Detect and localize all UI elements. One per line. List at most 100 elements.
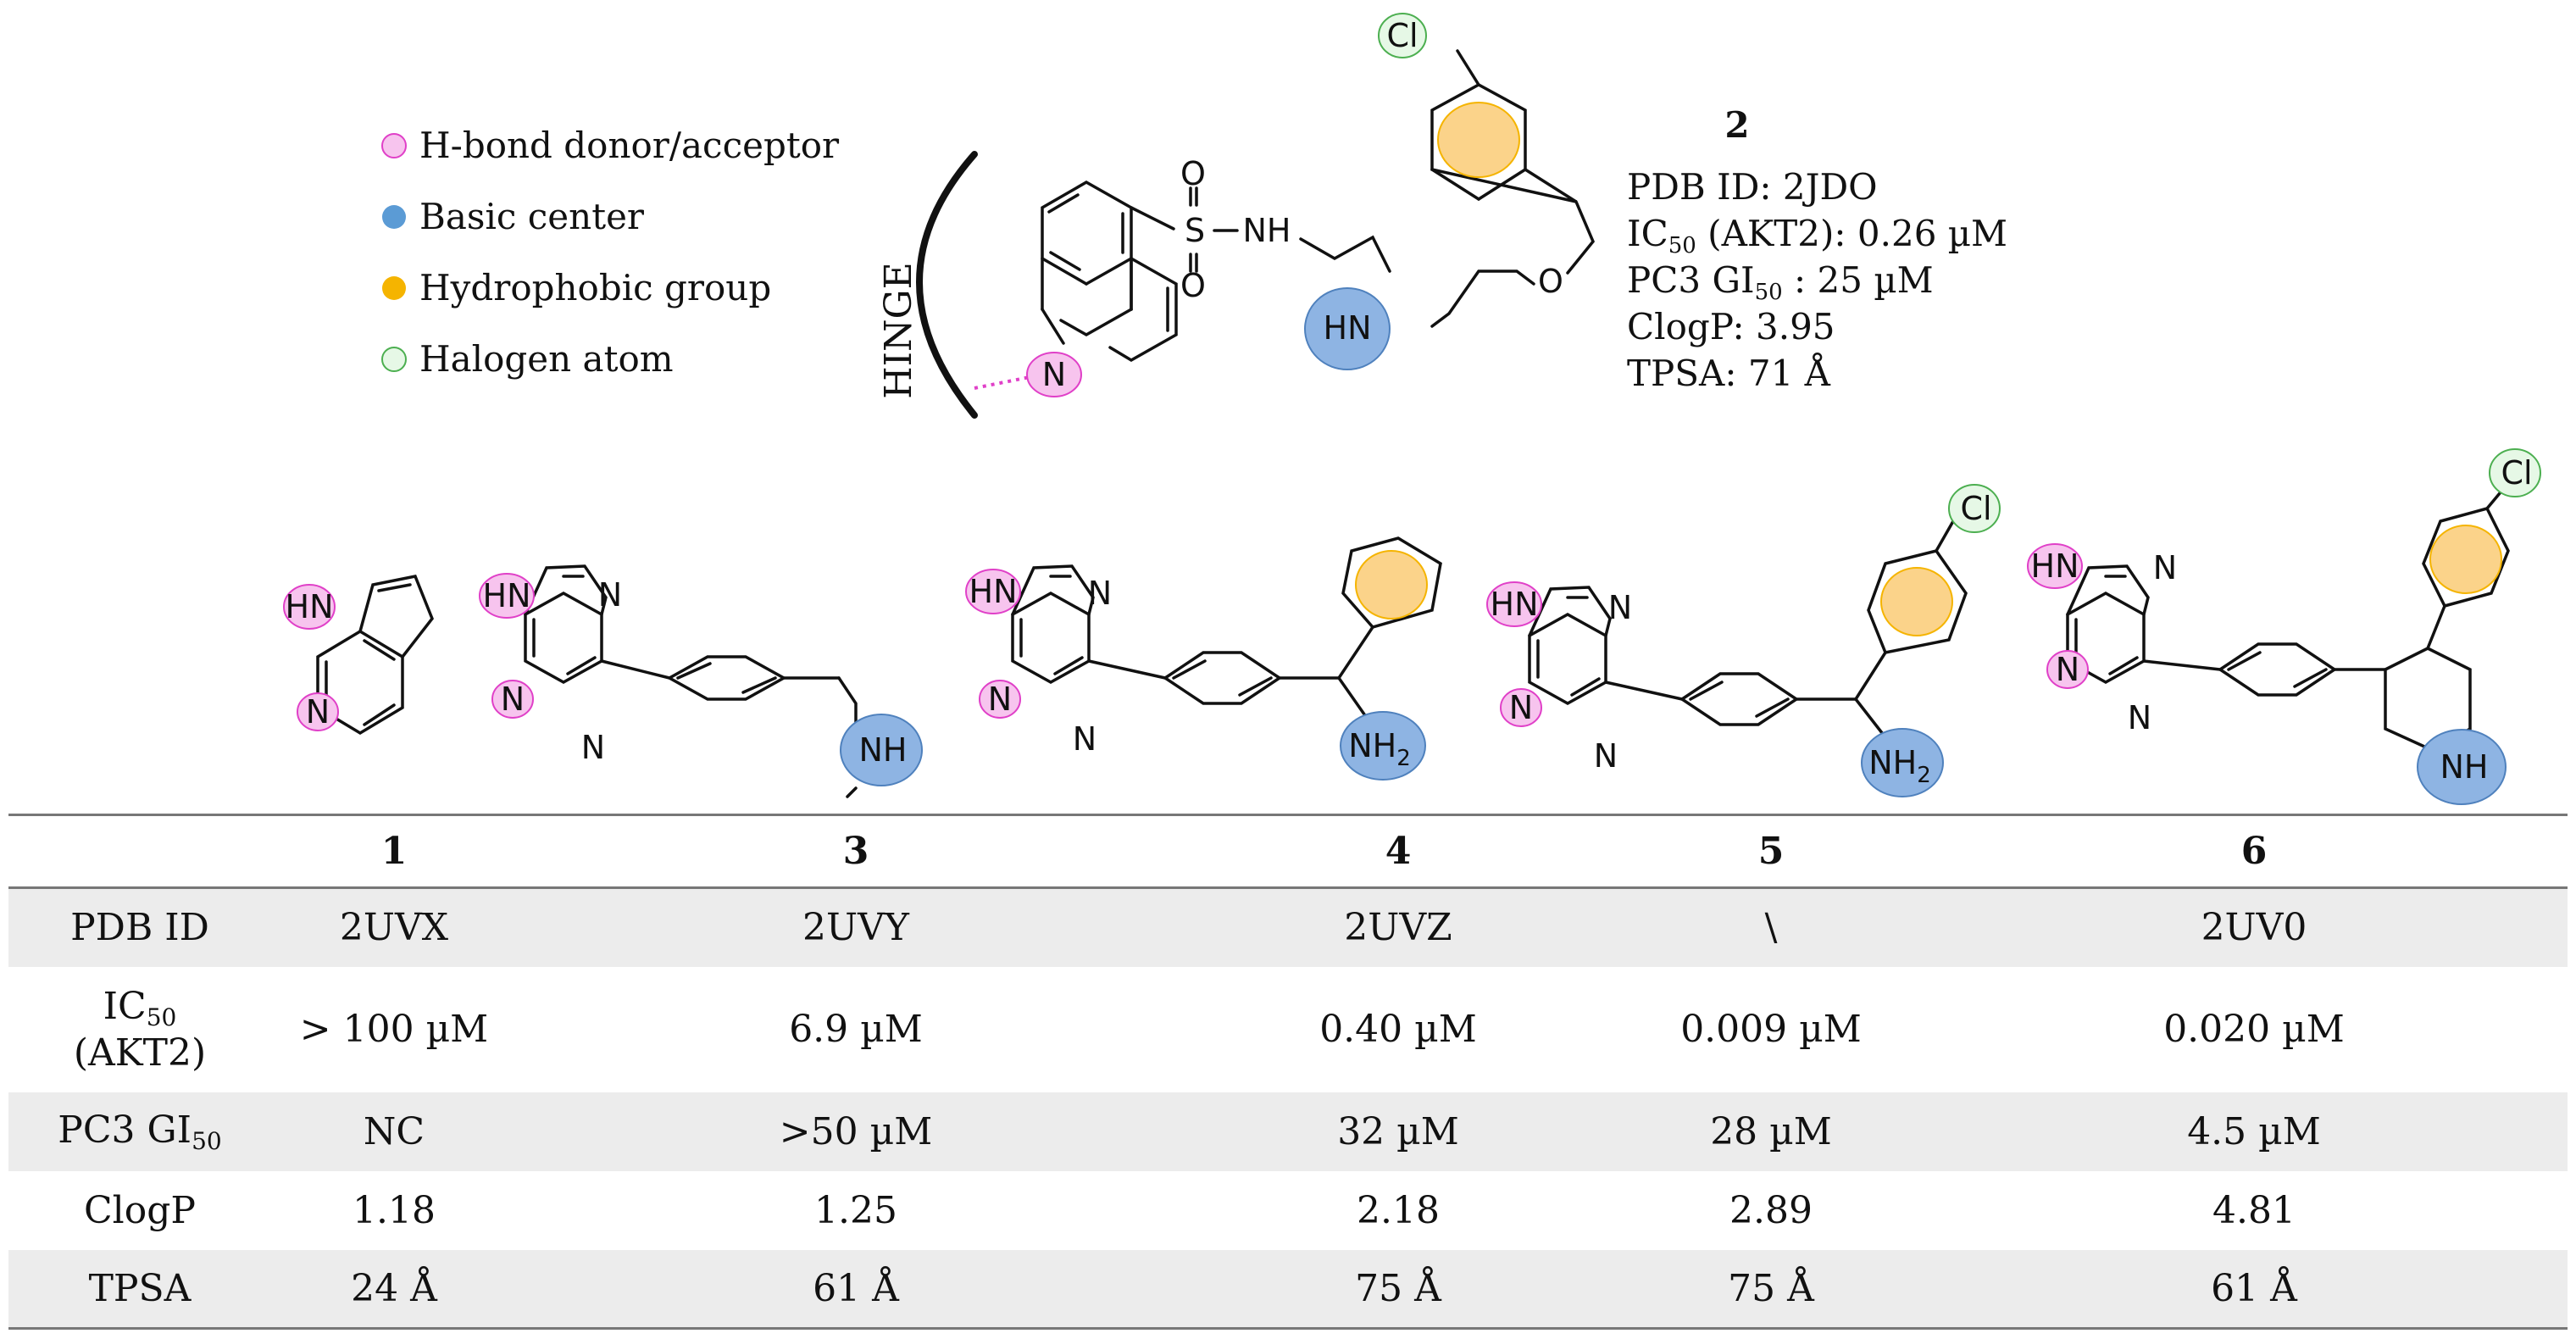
table-cell: 61 Å — [2211, 1266, 2297, 1310]
hbond-highlight — [479, 573, 535, 619]
halogen-marker-icon — [381, 347, 407, 372]
atom-n: N — [1073, 720, 1096, 758]
row-label: IC50(AKT2) — [73, 984, 207, 1075]
basic-center-highlight — [2417, 729, 2507, 805]
atom-n: N — [1042, 356, 1066, 393]
table-cell: 1.18 — [353, 1188, 436, 1232]
halogen-highlight — [2489, 448, 2541, 497]
pharmacophore-highlights — [283, 13, 2541, 805]
hydrophobic-highlight — [2429, 525, 2502, 594]
atom-n: N — [306, 693, 330, 731]
compound-3-structure — [524, 564, 858, 798]
atom-o: O — [1180, 155, 1206, 192]
hbond-highlight — [491, 680, 534, 719]
atom-o: O — [1180, 267, 1206, 304]
table-cell: > 100 µM — [299, 1008, 489, 1051]
compound-2-clogp: ClogP: 3.95 — [1627, 306, 1835, 347]
table-cell: 0.40 µM — [1319, 1008, 1477, 1051]
table-cell: 2.18 — [1357, 1188, 1440, 1232]
hbond-highlight — [965, 569, 1021, 614]
atom-n: N — [1594, 737, 1618, 775]
atom-cl: Cl — [2501, 454, 2532, 492]
atom-nh: NH — [859, 731, 908, 769]
atom-cl: Cl — [1960, 490, 1991, 527]
hydrophobic-highlight — [1437, 102, 1520, 178]
basic-center-marker-icon — [382, 205, 406, 229]
atom-n: N — [988, 681, 1012, 718]
legend — [381, 133, 407, 372]
table-cell: 61 Å — [813, 1266, 899, 1310]
table-row: PC3 GI50 NC >50 µM 32 µM 28 µM 4.5 µM — [8, 1092, 2568, 1171]
hbond-highlight — [297, 692, 339, 731]
table-row: TPSA 24 Å 61 Å 75 Å 75 Å 61 Å — [8, 1249, 2568, 1329]
atom-s: S — [1185, 212, 1205, 249]
atom-hn: HN — [969, 573, 1018, 610]
hbond-highlight — [1026, 352, 1082, 397]
legend-label: H-bond donor/acceptor — [419, 125, 840, 166]
atom-n: N — [581, 729, 605, 766]
atom-n: N — [1088, 575, 1112, 612]
hbond-highlight — [979, 680, 1021, 719]
hbond-highlight — [1486, 581, 1542, 627]
hinge-arc — [916, 151, 978, 419]
row-label: PC3 GI50 — [58, 1108, 222, 1155]
atom-n: N — [2128, 699, 2151, 736]
hbond-highlight — [283, 584, 336, 630]
atom-nh2: NH2 — [1868, 744, 1931, 788]
hinge-hbond — [974, 375, 1030, 390]
compound-2-number: 2 — [1724, 104, 1749, 146]
atom-nh: NH — [2440, 748, 2489, 786]
atom-n: N — [598, 576, 622, 614]
table-cell: 1.25 — [814, 1188, 897, 1232]
compound-2-gi50: PC3 GI50 : 25 µM — [1627, 259, 1934, 305]
compound-2-structure — [916, 49, 1596, 419]
atom-hn: HN — [1491, 586, 1539, 623]
atom-n: N — [501, 681, 525, 718]
table-cell: \ — [1764, 906, 1778, 950]
structures-scheme: Cl O S O NH HN O N HN N HN N N N NH HN N… — [283, 13, 2541, 805]
row-label: ClogP — [84, 1188, 196, 1232]
compound-2-tpsa: TPSA: 71 Å — [1627, 352, 1831, 394]
compound-number: 3 — [842, 830, 869, 873]
table-cell: 28 µM — [1710, 1109, 1832, 1153]
basic-center-highlight — [1861, 728, 1944, 797]
atom-hn: HN — [286, 588, 334, 625]
compound-number: 1 — [380, 830, 408, 873]
atom-n: N — [2056, 651, 2079, 688]
hydrophobic-marker-icon — [382, 276, 406, 300]
table-cell: 75 Å — [1355, 1266, 1441, 1310]
atom-cl: Cl — [1386, 17, 1418, 54]
compound-4-structure — [1011, 536, 1442, 722]
hbond-highlight — [2046, 650, 2089, 689]
compound-5-structure — [1528, 519, 1968, 739]
compound-number: 5 — [1757, 830, 1785, 873]
table-cell: 32 µM — [1337, 1109, 1459, 1153]
table-cell: 6.9 µM — [789, 1008, 923, 1051]
atom-hn: HN — [1324, 309, 1372, 347]
table-cell: 4.5 µM — [2187, 1109, 2321, 1153]
atom-hn: HN — [483, 577, 531, 614]
table-cell: 2UVY — [802, 906, 909, 950]
halogen-highlight — [1948, 484, 2001, 533]
atom-labels: Cl O S O NH HN O N HN N HN N N N NH HN N… — [286, 17, 2533, 788]
atom-nh2: NH2 — [1348, 727, 1411, 771]
compound-2-ic50: IC50 (AKT2): 0.26 µM — [1627, 213, 2007, 258]
hinge-label: HINGE — [877, 262, 920, 399]
legend-label: Basic center — [419, 196, 645, 237]
hydrophobic-highlight — [1880, 567, 1953, 636]
table-cell: 24 Å — [351, 1266, 437, 1310]
table-row: IC50(AKT2) > 100 µM 6.9 µM 0.40 µM 0.009… — [8, 967, 2568, 1092]
table-cell: 2UVZ — [1344, 906, 1452, 950]
table-row: PDB ID 2UVX 2UVY 2UVZ \ 2UV0 — [8, 887, 2568, 967]
table-row: ClogP 1.18 1.25 2.18 2.89 4.81 — [8, 1171, 2568, 1250]
compound-number: 4 — [1385, 830, 1412, 873]
hbond-highlight — [1500, 688, 1542, 727]
hbond-highlight — [2027, 543, 2083, 589]
atom-nh: NH — [1243, 212, 1291, 249]
atom-n: N — [1509, 689, 1533, 726]
atom-n: N — [2153, 549, 2177, 586]
compound-2-info: 2 PDB ID: 2JDO IC50 (AKT2): 0.26 µM PC3 … — [1627, 104, 2007, 394]
basic-center-highlight — [1340, 711, 1426, 781]
row-label: TPSA — [88, 1266, 192, 1310]
hbond-marker-icon — [381, 133, 407, 158]
